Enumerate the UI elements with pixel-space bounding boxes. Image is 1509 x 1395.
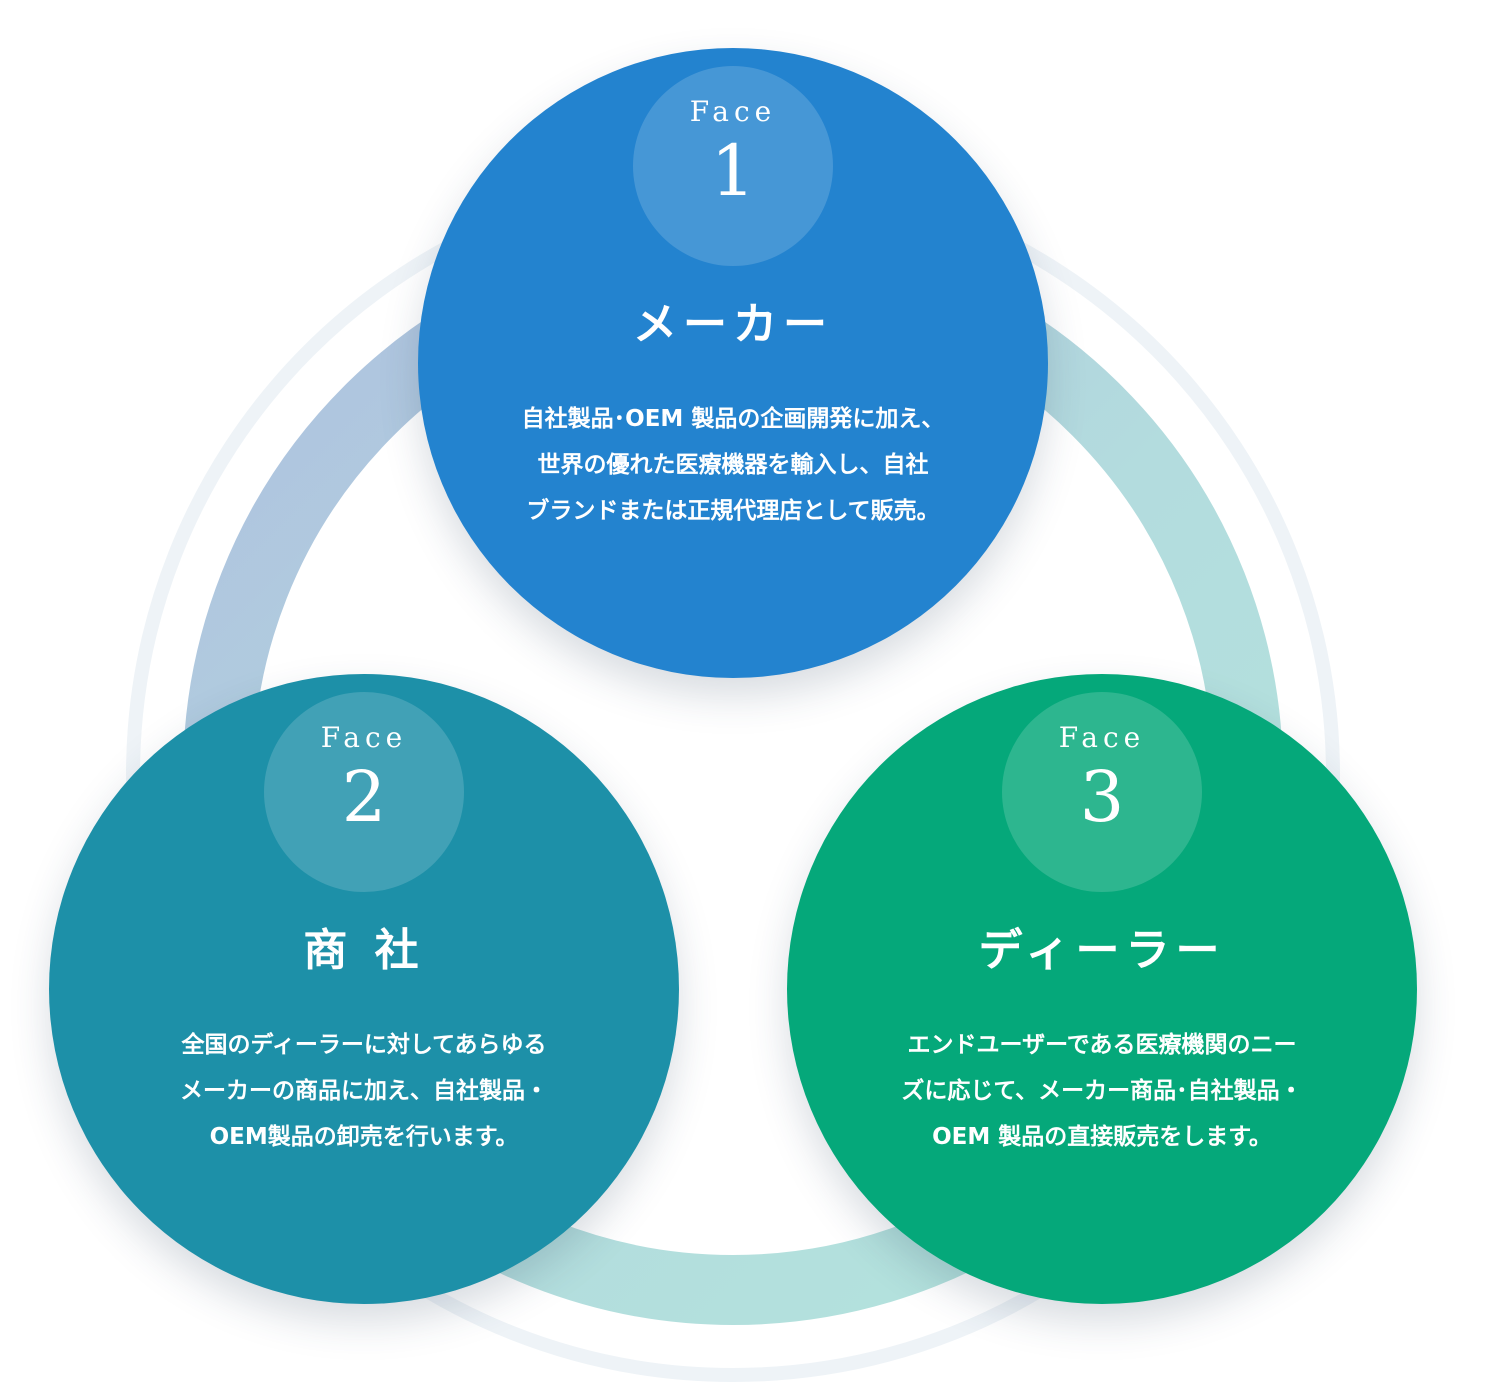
face-2-number: 2 [341,756,387,838]
face-2-circle: Face 2 商 社 全国のディーラーに対してあらゆる メーカーの商品に加え、自… [49,674,679,1304]
face-3-description-line: ズに応じて、メーカー商品･自社製品・ [901,1078,1303,1104]
face-2-description-line: OEM製品の卸売を行います。 [209,1124,519,1150]
face-3-title: ディーラー [978,925,1226,976]
face-3-description-line: OEM 製品の直接販売をします。 [932,1124,1272,1150]
face-2-badge [264,692,464,892]
face-3-description: エンドユーザーである医療機関のニー ズに応じて、メーカー商品･自社製品・ OEM… [837,1022,1367,1160]
face-1-description-line: 自社製品･OEM 製品の企画開発に加え、 [521,406,945,432]
face-2-description: 全国のディーラーに対してあらゆる メーカーの商品に加え、自社製品・ OEM製品の… [99,1022,629,1160]
face-1-title: メーカー [633,299,833,350]
face-1-number: 1 [710,130,756,212]
face-1-description: 自社製品･OEM 製品の企画開発に加え、 世界の優れた医療機器を輸入し、自社 ブ… [468,396,998,534]
face-3-badge [1002,692,1202,892]
face-3-label: Face [1058,721,1146,754]
face-3-description-line: エンドユーザーである医療機関のニー [907,1032,1297,1058]
face-3-circle: Face 3 ディーラー エンドユーザーである医療機関のニー ズに応じて、メーカ… [787,674,1417,1304]
face-2-label: Face [320,721,408,754]
face-1-badge [633,66,833,266]
face-2-description-line: 全国のディーラーに対してあらゆる [181,1032,547,1058]
face-3-number: 3 [1079,756,1125,838]
face-2-description-line: メーカーの商品に加え、自社製品・ [180,1078,548,1104]
face-1-circle: Face 1 メーカー 自社製品･OEM 製品の企画開発に加え、 世界の優れた医… [418,48,1048,678]
face-1-description-line: ブランドまたは正規代理店として販売。 [526,498,940,524]
face-1-description-line: 世界の優れた医療機器を輸入し、自社 [537,452,929,478]
face-2-title: 商 社 [303,925,425,976]
face-1-label: Face [689,95,777,128]
